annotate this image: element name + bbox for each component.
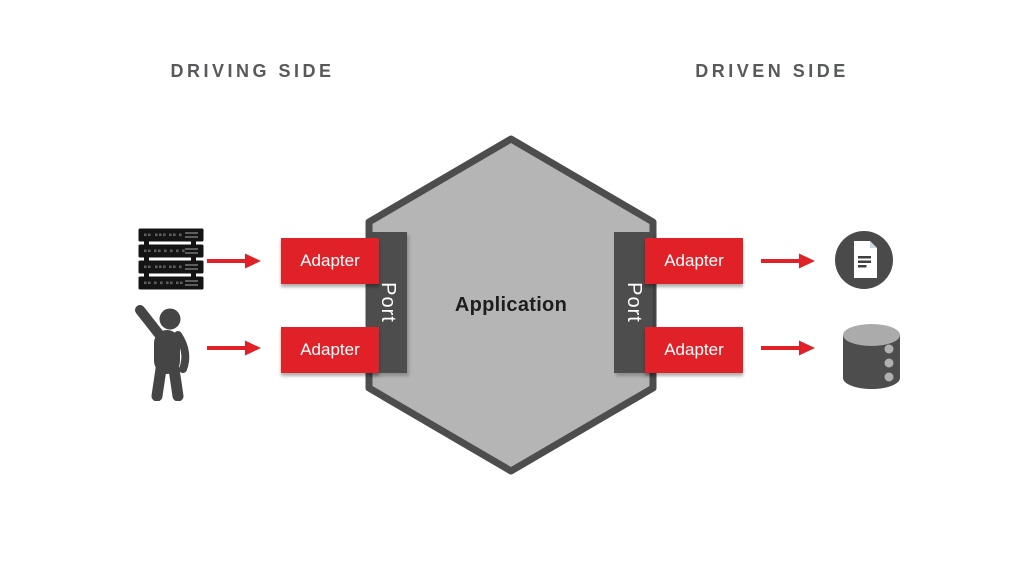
adapter-box-right-bottom: Adapter [645,327,743,373]
server-icon [138,228,204,290]
adapter-box-right-top: Adapter [645,238,743,284]
right-port-label: Port [623,282,645,323]
driven-side-title: DRIVEN SIDE [695,61,849,81]
left-port-label: Port [377,282,399,323]
waving-person-icon [135,305,190,401]
adapter-box-left-bottom: Adapter [281,327,379,373]
arrow-left-top-icon [207,253,261,269]
database-icon [843,324,900,389]
arrow-right-bottom-icon [761,340,815,356]
application-label: Application [454,293,568,316]
arrow-right-top-icon [761,253,815,269]
driving-side-title: DRIVING SIDE [170,61,335,81]
arrow-left-bottom-icon [207,340,261,356]
document-icon [835,231,893,289]
application-hexagon [365,135,657,475]
adapter-box-left-top: Adapter [281,238,379,284]
